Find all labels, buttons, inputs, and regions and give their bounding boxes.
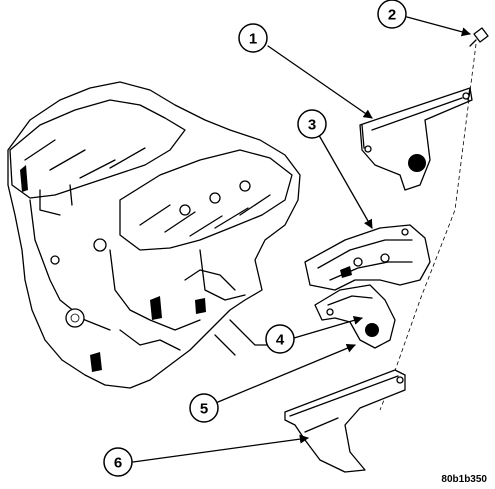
callout-4-label: 4: [276, 332, 285, 349]
callout-6: 6: [103, 447, 133, 477]
callout-5: 5: [189, 393, 219, 423]
cover-gasket: [314, 284, 396, 349]
callout-3: 3: [297, 109, 327, 139]
engine-block-illustration: [7, 81, 301, 389]
callout-2: 2: [377, 0, 407, 29]
bolt-illustration: [469, 27, 489, 47]
callout-1: 1: [238, 23, 268, 53]
callout-5-label: 5: [200, 401, 208, 418]
callout-1-label: 1: [249, 31, 257, 48]
upper-timing-cover-bracket: [359, 87, 473, 191]
callout-4: 4: [265, 324, 295, 354]
figure-id: 80b1b350: [441, 474, 487, 485]
callout-2-label: 2: [388, 7, 396, 24]
callout-3-label: 3: [308, 117, 316, 134]
timing-cover-plate: [304, 224, 431, 291]
leader-arrows: [132, 16, 471, 463]
callout-6-label: 6: [114, 455, 122, 472]
lower-timing-cover-bracket: [284, 369, 406, 473]
